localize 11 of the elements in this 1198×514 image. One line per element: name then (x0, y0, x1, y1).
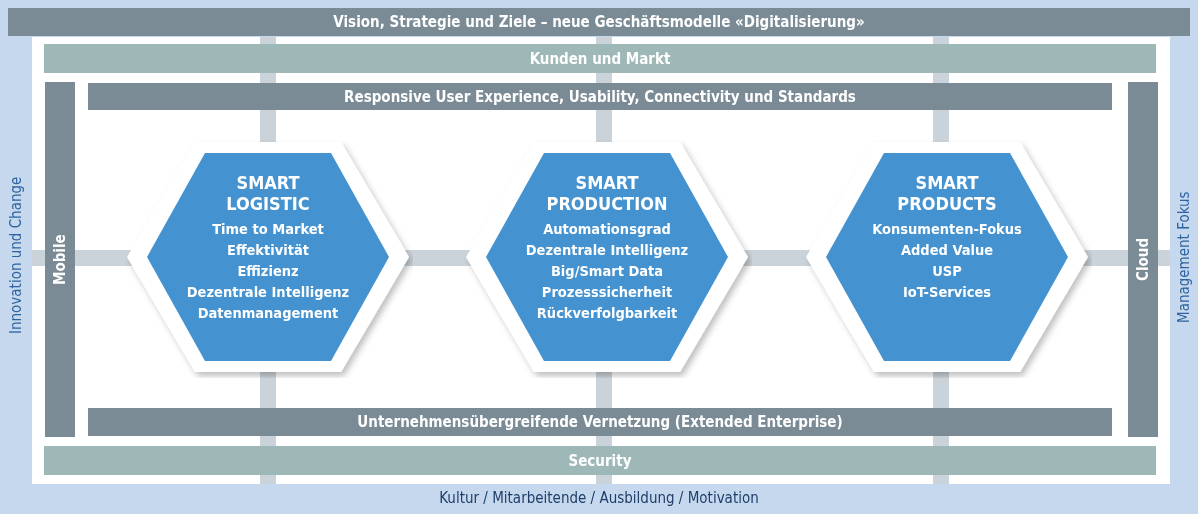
side-label: Management Fokus (1174, 190, 1194, 326)
band: Security (44, 446, 1156, 475)
side-label: Innovation und Change (6, 175, 26, 336)
inner-panel (32, 37, 1170, 484)
band: Responsive User Experience, Usability, Connectivity und Standards (88, 83, 1112, 110)
bottom-label: Kultur / Mitarbeitende / Ausbildung / Motivation (438, 488, 760, 509)
vertical-band: Mobile (45, 82, 75, 437)
band: Unternehmensübergreifende Vernetzung (Extended Enterprise) (88, 408, 1112, 436)
title-band: Vision, Strategie und Ziele – neue Geschäftsmodelle «Digitalisierung» (8, 8, 1190, 36)
band: Kunden und Markt (44, 44, 1156, 73)
vertical-band: Cloud (1128, 82, 1158, 437)
